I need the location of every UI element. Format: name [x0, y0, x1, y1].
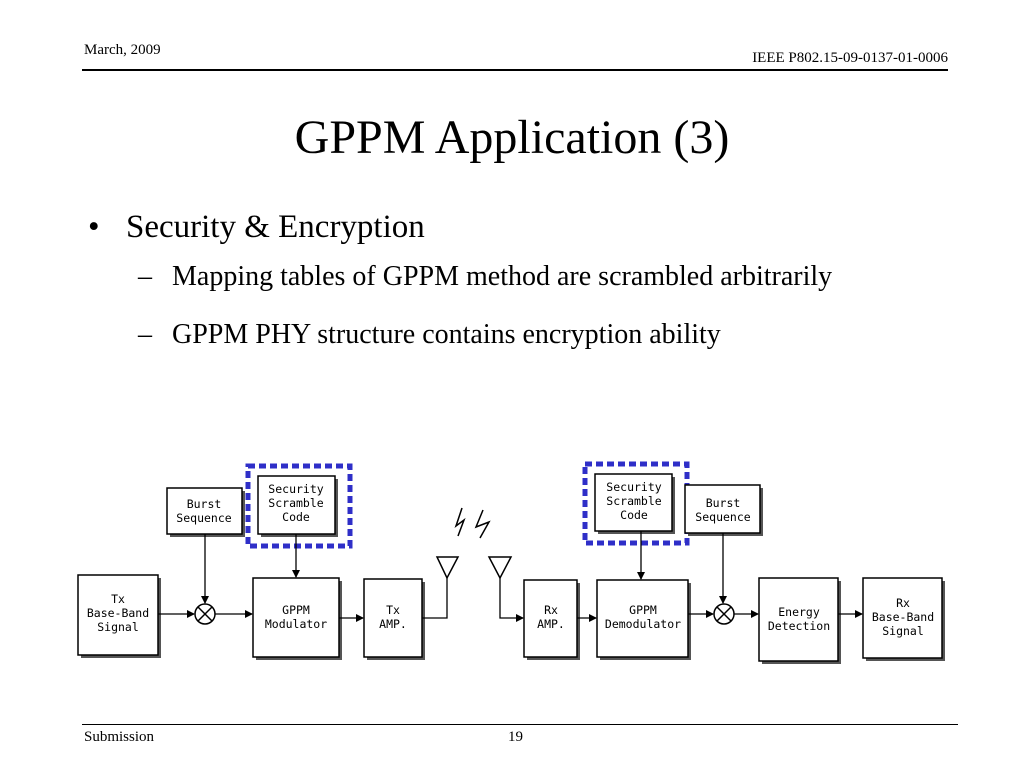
footer-submission: Submission	[84, 729, 155, 745]
rx-burst-sequence-block: Burst Sequence	[684, 484, 763, 536]
footer-rule	[82, 724, 958, 725]
tx-amp-line2: AMP.	[379, 617, 407, 631]
rx-antenna-icon	[487, 556, 513, 580]
bullet-dot: •	[88, 209, 100, 245]
rx-energy-line2: Detection	[768, 619, 830, 633]
bullet-list: • Security & Encryption – Mapping tables…	[88, 205, 968, 353]
tx-amp-block: Tx AMP.	[363, 578, 425, 660]
tx-gppm-modulator-block: GPPM Modulator	[252, 577, 342, 660]
bullet-item: • Security & Encryption	[88, 205, 968, 249]
rx-amp-line1: Rx	[544, 603, 558, 617]
rx-gppm-demodulator-block: GPPM Demodulator	[596, 579, 691, 660]
rx-baseband-block: Rx Base-Band Signal	[862, 577, 945, 661]
rx-burst-line1: Burst	[706, 496, 741, 510]
rx-demodulator-line1: GPPM	[629, 603, 657, 617]
rx-demodulator-line2: Demodulator	[605, 617, 681, 631]
header-date: March, 2009	[84, 42, 161, 58]
tx-security-scramble-block: Security Scramble Code	[257, 475, 338, 537]
slide-title: GPPM Application (3)	[294, 111, 730, 164]
gppm-block-diagram: Tx Base-Band Signal Burst Sequence Secur…	[77, 461, 945, 664]
rx-baseband-line1: Rx	[896, 596, 910, 610]
sub-bullet-item: – Mapping tables of GPPM method are scra…	[88, 259, 968, 295]
rx-scramble-line3: Code	[620, 508, 648, 522]
sub-bullet-text: Mapping tables of GPPM method are scramb…	[172, 261, 833, 292]
tx-baseband-line3: Signal	[97, 620, 139, 634]
tx-amp-to-antenna	[422, 578, 448, 619]
header-doc-id: IEEE P802.15-09-0137-01-0006	[752, 50, 948, 66]
rx-energy-detection-block: Energy Detection	[758, 577, 841, 664]
dash-mark: –	[138, 319, 152, 350]
tx-security-highlight	[245, 463, 353, 549]
tx-burst-sequence-block: Burst Sequence	[166, 487, 245, 537]
tx-baseband-line2: Base-Band	[87, 606, 149, 620]
rx-scramble-line2: Scramble	[606, 494, 661, 508]
sub-bullet-text: GPPM PHY structure contains encryption a…	[172, 319, 721, 350]
tx-scramble-line3: Code	[282, 510, 310, 524]
header-rule	[82, 69, 948, 71]
sub-bullet-item: – GPPM PHY structure contains encryption…	[88, 317, 968, 353]
tx-scramble-line1: Security	[268, 482, 323, 496]
rx-scramble-line1: Security	[606, 480, 661, 494]
rx-security-scramble-block: Security Scramble Code	[594, 473, 675, 534]
wireless-signal-icon	[474, 509, 491, 539]
tx-modulator-line2: Modulator	[265, 617, 327, 631]
rx-baseband-line2: Base-Band	[872, 610, 934, 624]
rx-amp-block: Rx AMP.	[523, 579, 580, 660]
tx-antenna-icon	[435, 556, 460, 580]
tx-baseband-line1: Tx	[111, 592, 125, 606]
wireless-signal-icon	[454, 507, 466, 537]
rx-burst-line2: Sequence	[695, 510, 750, 524]
tx-mixer-symbol	[194, 603, 216, 625]
tx-baseband-block: Tx Base-Band Signal	[77, 574, 161, 658]
tx-modulator-line1: GPPM	[282, 603, 310, 617]
tx-scramble-line2: Scramble	[268, 496, 323, 510]
bullet-text: Security & Encryption	[126, 209, 425, 245]
tx-burst-line2: Sequence	[176, 511, 231, 525]
rx-security-highlight	[582, 461, 690, 546]
rx-energy-line1: Energy	[778, 605, 820, 619]
rx-amp-line2: AMP.	[537, 617, 565, 631]
tx-amp-line1: Tx	[386, 603, 400, 617]
rx-antenna-to-amp	[499, 578, 524, 622]
page-number: 19	[508, 729, 523, 745]
dash-mark: –	[138, 261, 152, 292]
tx-burst-line1: Burst	[187, 497, 222, 511]
rx-mixer-symbol	[713, 603, 735, 625]
rx-baseband-line3: Signal	[882, 624, 924, 638]
